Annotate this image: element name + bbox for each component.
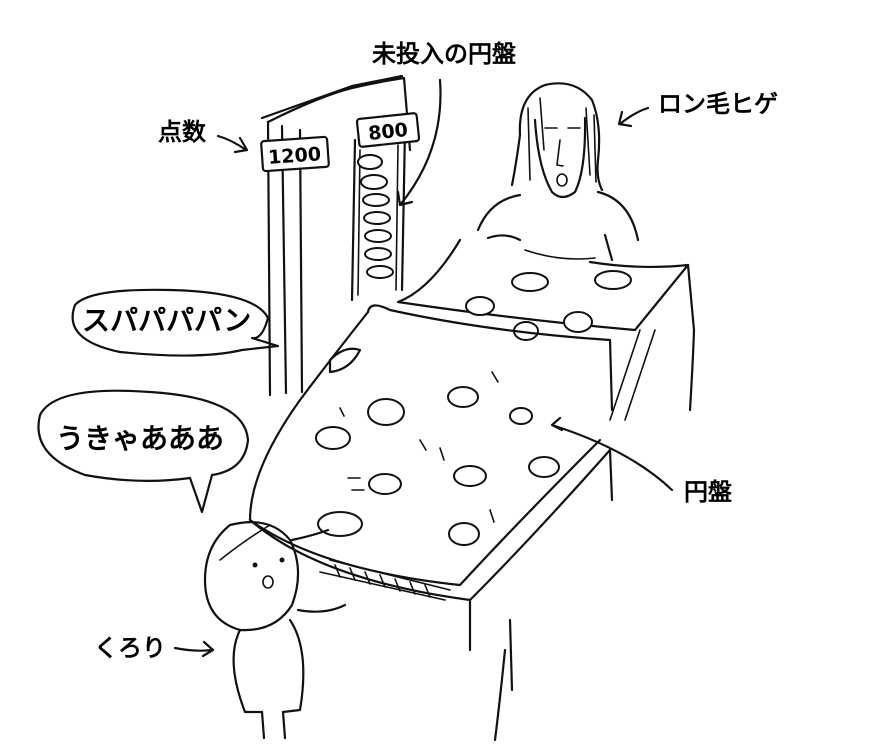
scoreboard-tower: 1200 800 [260, 74, 421, 397]
speech-bubble-sound: スパパパパン [71, 288, 280, 357]
label-kurori: くろり [94, 634, 166, 662]
pointer-arrows [173, 78, 674, 658]
long-haired-man [476, 82, 640, 292]
unthrown-disc-stack [357, 154, 394, 279]
label-disc: 円盤 [684, 478, 733, 506]
arrow-disc [550, 416, 674, 492]
arrow-unthrown [396, 78, 442, 207]
far-table [396, 238, 696, 421]
score-plate-right: 800 [355, 112, 421, 148]
score-right-text: 800 [367, 119, 409, 145]
score-plate-left: 1200 [260, 135, 330, 173]
arrow-score [216, 134, 249, 154]
label-score: 点数 [158, 118, 207, 146]
label-long-hair-beard: ロン毛ヒゲ [658, 90, 778, 118]
scream-text: うきゃあああ [56, 422, 224, 455]
kurori-character [203, 521, 347, 740]
discs-on-table [315, 386, 560, 546]
arrow-long-hair [617, 106, 650, 128]
sound-effect-text: スパパパパン [82, 304, 251, 337]
arrow-kurori [173, 640, 215, 658]
speech-bubble-scream: うきゃあああ [37, 389, 250, 514]
score-left-text: 1200 [267, 143, 321, 169]
near-table [248, 304, 614, 742]
label-unthrown-discs: 未投入の円盤 [372, 40, 517, 68]
